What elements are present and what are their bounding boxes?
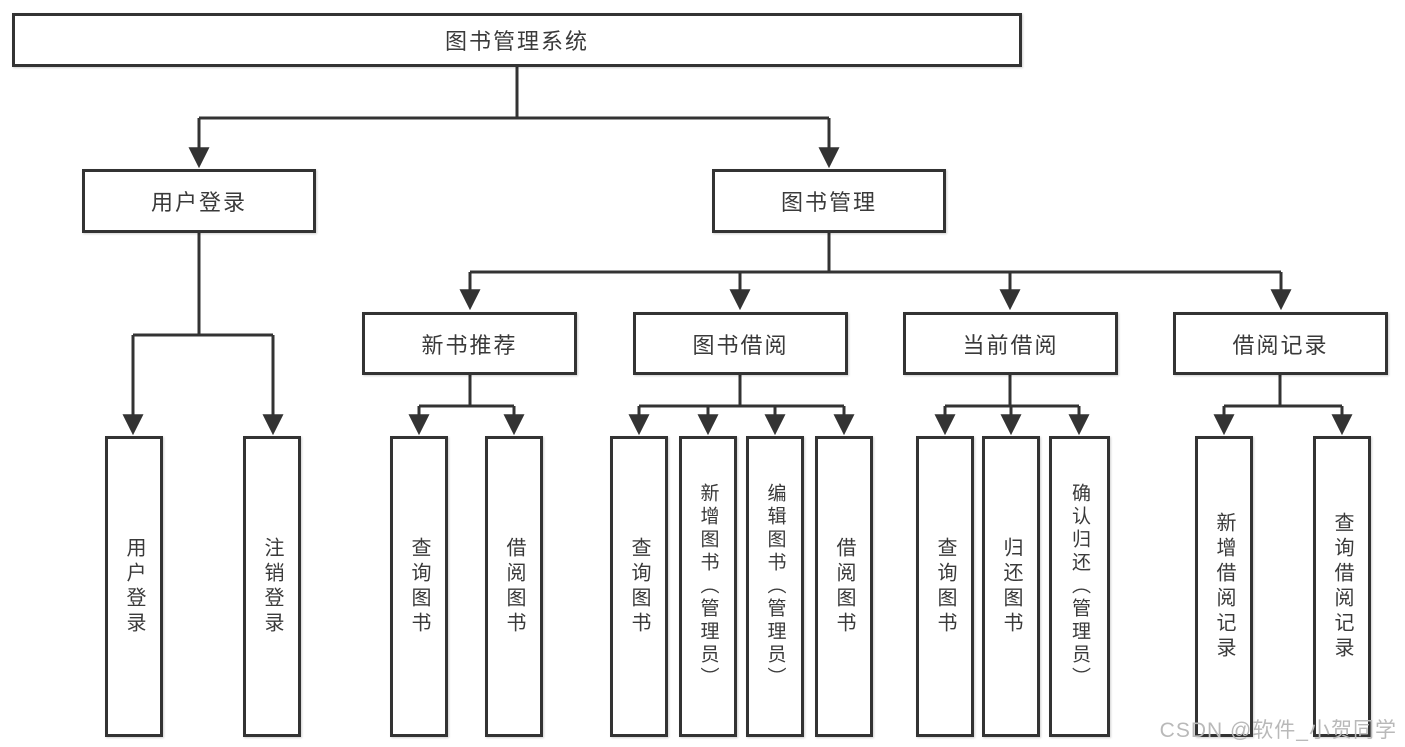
leaf-user-login: 用户登录 bbox=[105, 436, 163, 737]
root-node: 图书管理系统 bbox=[12, 13, 1022, 67]
node-user-login-branch: 用户登录 bbox=[82, 169, 316, 233]
leaf-borrow-edit-admin: 编辑图书（管理员） bbox=[746, 436, 804, 737]
node-group-new-book: 新书推荐 bbox=[362, 312, 577, 375]
connector-root-trunk bbox=[199, 67, 829, 120]
node-book-mgmt-branch: 图书管理 bbox=[712, 169, 946, 233]
node-group-borrow-record: 借阅记录 bbox=[1173, 312, 1388, 375]
connector-record-trunk bbox=[1224, 375, 1342, 408]
leaf-record-query: 查询借阅记录 bbox=[1313, 436, 1371, 737]
connector-user-login-trunk bbox=[133, 233, 273, 337]
leaf-newbook-borrow: 借阅图书 bbox=[485, 436, 543, 737]
leaf-record-add: 新增借阅记录 bbox=[1195, 436, 1253, 737]
leaf-current-return: 归还图书 bbox=[982, 436, 1040, 737]
connector-current-trunk bbox=[945, 375, 1079, 408]
leaf-borrow-add-admin: 新增图书（管理员） bbox=[679, 436, 737, 737]
node-group-book-borrow: 图书借阅 bbox=[633, 312, 848, 375]
leaf-current-confirm-admin: 确认归还（管理员） bbox=[1049, 436, 1110, 737]
leaf-borrow-query: 查询图书 bbox=[610, 436, 668, 737]
leaf-logout: 注销登录 bbox=[243, 436, 301, 737]
leaf-current-query: 查询图书 bbox=[916, 436, 974, 737]
connector-newbook-trunk bbox=[419, 375, 514, 408]
leaf-newbook-query: 查询图书 bbox=[390, 436, 448, 737]
csdn-watermark: CSDN @软件_小贺同学 bbox=[1159, 719, 1397, 742]
node-group-current-borrow: 当前借阅 bbox=[903, 312, 1118, 375]
connector-book-mgmt-trunk bbox=[470, 233, 1281, 274]
connector-borrow-trunk bbox=[639, 375, 844, 408]
leaf-borrow-book: 借阅图书 bbox=[815, 436, 873, 737]
